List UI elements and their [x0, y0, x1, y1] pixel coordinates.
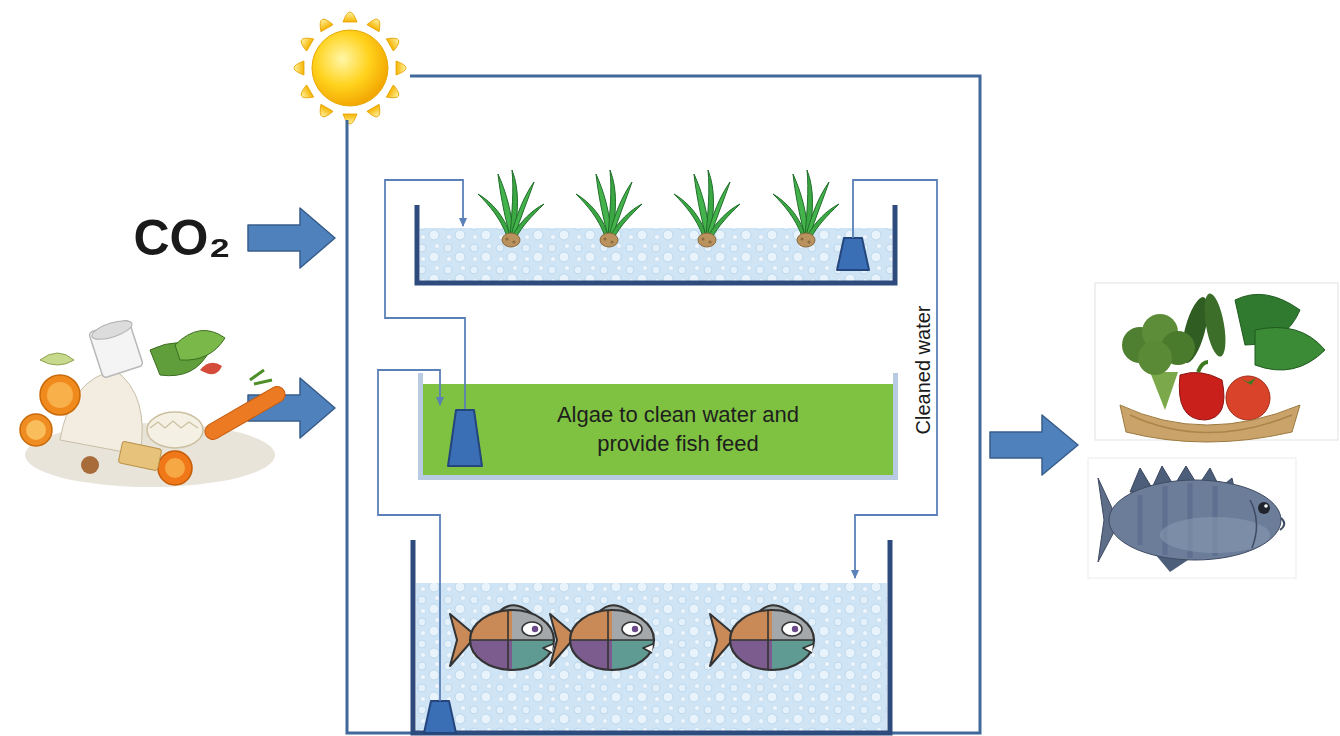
sun [294, 12, 406, 124]
vegetables-picture [1179, 372, 1224, 420]
fish-picture [1160, 517, 1270, 553]
system-frame [347, 76, 980, 733]
vegetables-picture [1226, 376, 1270, 420]
food-waste-picture [150, 421, 198, 428]
fish-tank [413, 540, 890, 733]
sun [316, 104, 333, 120]
algae-tank: Algae to clean water and provide fish fe… [418, 373, 898, 480]
vegetables-picture [1150, 372, 1178, 410]
vegetables-picture [1201, 292, 1230, 358]
sun [316, 16, 333, 32]
text-holder: Algae to clean water and provide fish fe… [503, 401, 813, 458]
sun [312, 30, 388, 106]
flow-label: Cleaned water [912, 304, 934, 437]
food-waste-picture [47, 382, 73, 408]
block-arrows [248, 208, 335, 268]
food-waste-picture [20, 414, 52, 446]
food-waste-picture [158, 451, 192, 485]
plant-tank [478, 170, 544, 247]
food-waste-picture [175, 330, 225, 360]
vegetables-picture [1095, 283, 1338, 440]
plant-tank [837, 238, 869, 270]
fish-picture [1258, 502, 1270, 514]
block-arrows [990, 415, 1078, 475]
food-waste-picture [40, 353, 74, 365]
fish-tank [413, 540, 890, 733]
pump-symbol [448, 410, 482, 466]
sun [343, 114, 357, 124]
vegetables-picture [1138, 341, 1172, 375]
plant-tank [576, 170, 642, 247]
food-waste-picture [20, 317, 288, 487]
system-frame [347, 76, 980, 733]
plant-tank [417, 170, 895, 283]
food-waste-picture [81, 456, 99, 474]
fish-picture [1264, 504, 1268, 508]
fish-tank [416, 583, 887, 731]
food-waste-picture [200, 363, 222, 374]
food-waste-picture [40, 375, 80, 415]
sun [386, 34, 402, 51]
sun [343, 12, 357, 22]
sun [298, 85, 314, 102]
vegetables-picture [1198, 362, 1208, 372]
sun [367, 104, 384, 120]
sun [294, 12, 406, 124]
fish-picture [1280, 518, 1284, 530]
fish-tank [424, 701, 456, 733]
fish-tank [710, 605, 814, 670]
food-waste-picture [118, 441, 162, 471]
plant-tank [674, 170, 740, 247]
chemical-formula: CO₂ [133, 211, 230, 266]
sun [396, 61, 406, 75]
fish-picture [1250, 500, 1257, 548]
food-waste-picture [147, 412, 203, 448]
vegetables-picture [1095, 283, 1338, 442]
fish-picture [1109, 480, 1281, 560]
plant-tank [773, 170, 839, 247]
plant-tank [420, 228, 892, 281]
water-pipe [464, 373, 466, 410]
water-pipe [439, 373, 441, 405]
water-pipes [385, 180, 465, 373]
sun [294, 12, 406, 124]
food-waste-picture [26, 420, 46, 440]
fish-picture [1088, 458, 1296, 578]
sun [386, 85, 402, 102]
vegetables-picture [1120, 405, 1300, 442]
fish-tank [450, 605, 554, 670]
sun [298, 34, 314, 51]
tank-text: Algae to clean water and provide fish fe… [543, 401, 813, 458]
food-waste-picture [90, 317, 134, 343]
sun [367, 16, 384, 32]
food-waste-picture [250, 370, 272, 384]
fish-tank [550, 605, 654, 670]
sun [294, 61, 304, 75]
fish-picture [1088, 458, 1296, 578]
vegetables-picture [1255, 328, 1325, 371]
vegetables-picture [1240, 378, 1256, 385]
vegetables-picture [1130, 415, 1292, 433]
block-arrows [248, 208, 1078, 475]
water-pipes [378, 180, 937, 701]
food-waste-picture [165, 458, 185, 478]
food-waste-picture [202, 384, 288, 443]
